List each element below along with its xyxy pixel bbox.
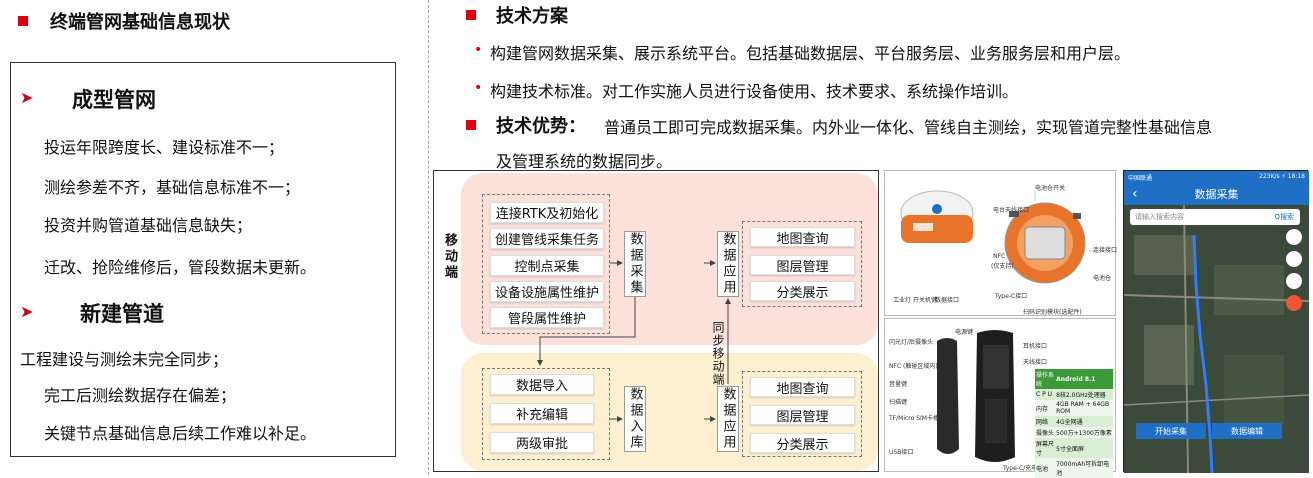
red-dot-bullet-icon: • bbox=[474, 42, 483, 58]
phone-screenshot: 中国联通 223K/s ⚡ 18:18 ‹ 数据采集 请输入搜索内容 Q搜索 开… bbox=[1123, 170, 1310, 474]
red-square-bullet-icon bbox=[18, 16, 28, 26]
backend-tasks-group bbox=[482, 368, 610, 460]
phone-status-bar: 中国联通 223K/s ⚡ 18:18 bbox=[1124, 171, 1309, 183]
function-item: 图层管理 bbox=[750, 255, 855, 275]
backend-item: 补充编辑 bbox=[490, 403, 594, 424]
apply-functions-group bbox=[742, 221, 862, 307]
red-dot-bullet-icon: • bbox=[474, 80, 483, 96]
workflow-diagram: 移动端 连接RTK及初始化 创建管线采集任务 控制点采集 设备设施属性维护 管段… bbox=[433, 170, 879, 472]
diagram-connectors bbox=[537, 260, 731, 422]
task-item: 设备设施属性维护 bbox=[490, 281, 604, 302]
start-collect-button[interactable]: 开始采集 bbox=[1136, 423, 1206, 439]
handheld-terminal-icon bbox=[937, 330, 1015, 462]
column-divider bbox=[428, 0, 429, 475]
backend-functions-group bbox=[742, 371, 862, 457]
rtk-device-image: 电池仓开关 电台天线接口 NFC (仅支持) 连接接口 电池仓 工业灯 开关机键… bbox=[884, 170, 1117, 316]
tech-advantage-text: 普通员工即可完成数据采集。内外业一体化、管线自主测绘，实现管道完整性基础信息 bbox=[604, 118, 1213, 137]
section1-item: 迁改、抢险维修后，管段数据未更新。 bbox=[44, 258, 317, 277]
red-square-bullet-icon bbox=[466, 10, 476, 20]
map-layer-icon[interactable] bbox=[1286, 251, 1302, 267]
function-item: 分类展示 bbox=[750, 433, 855, 453]
left-content-box bbox=[10, 62, 396, 457]
data-collect-box: 数据采集 bbox=[624, 231, 646, 297]
tech-plan-bullet: 构建技术标准。对工作实施人员进行设备使用、技术要求、系统操作培训。 bbox=[490, 82, 1019, 101]
phone-header: ‹ 数据采集 bbox=[1124, 183, 1309, 205]
map-marker-icon[interactable] bbox=[1286, 295, 1302, 311]
function-item: 地图查询 bbox=[750, 377, 855, 397]
mobile-label: 移动端 bbox=[442, 233, 457, 281]
tech-plan-bullet: 构建管网数据采集、展示系统平台。包括基础数据层、平台服务层、业务服务层和用户层。 bbox=[490, 44, 1131, 63]
left-title-text: 终端管网基础信息现状 bbox=[50, 12, 230, 33]
backend-item: 两级审批 bbox=[490, 432, 594, 453]
sync-mobile-label: 同步移动端 bbox=[711, 321, 725, 386]
phone-search-button[interactable]: Q搜索 bbox=[1274, 213, 1294, 221]
back-icon[interactable]: ‹ bbox=[1132, 186, 1138, 202]
section1-item: 测绘参差不齐，基础信息标准不一； bbox=[44, 178, 301, 197]
data-apply-box: 数据应用 bbox=[717, 231, 739, 297]
data-edit-button[interactable]: 数据编辑 bbox=[1212, 423, 1282, 439]
left-section-title: 终端管网基础信息现状 bbox=[18, 8, 230, 34]
tech-advantage-heading: 技术优势： bbox=[466, 112, 586, 138]
arrow-bullet-icon: ➤ bbox=[20, 302, 34, 321]
phone-title: 数据采集 bbox=[1194, 188, 1239, 201]
section1-item: 投资并购管道基础信息缺失； bbox=[44, 216, 253, 235]
backend-item: 数据导入 bbox=[490, 374, 594, 395]
section1-item: 投运年限跨度长、建设标准不一； bbox=[44, 138, 285, 157]
task-item: 创建管线采集任务 bbox=[490, 228, 604, 249]
function-item: 分类展示 bbox=[750, 281, 855, 301]
tech-advantage-text-2: 及管理系统的数据同步。 bbox=[496, 152, 673, 171]
section2-item: 完工后测绘数据存在偏差； bbox=[44, 386, 237, 405]
data-store-box: 数据入库 bbox=[624, 386, 646, 452]
section2-item: 关键节点基础信息后续工作难以补足。 bbox=[44, 424, 317, 443]
red-square-bullet-icon bbox=[466, 120, 476, 130]
function-item: 图层管理 bbox=[750, 405, 855, 425]
map-locate-icon[interactable] bbox=[1286, 273, 1302, 289]
handheld-device-image: 闪光灯/后摄像头 电源键 NFC (触碰区域内) 音量键 扫描键 TF/Micr… bbox=[884, 318, 1116, 478]
tech-plan-heading: 技术方案 bbox=[466, 2, 568, 28]
section1-title: 成型管网 bbox=[72, 88, 156, 112]
function-item: 地图查询 bbox=[750, 227, 855, 247]
map-tool-icon[interactable] bbox=[1286, 229, 1302, 245]
data-apply-box: 数据应用 bbox=[717, 386, 739, 452]
section2-title: 新建管道 bbox=[80, 302, 164, 326]
task-item: 连接RTK及初始化 bbox=[490, 202, 604, 223]
task-item: 管段属性维护 bbox=[490, 307, 604, 328]
collect-tasks-group bbox=[482, 194, 610, 334]
rtk-receiver-icon bbox=[900, 190, 1097, 284]
arrow-bullet-icon: ➤ bbox=[20, 88, 34, 107]
task-item: 控制点采集 bbox=[490, 255, 604, 276]
section2-item: 工程建设与测绘未完全同步； bbox=[20, 350, 229, 369]
phone-search-input[interactable]: 请输入搜索内容 Q搜索 bbox=[1130, 209, 1300, 225]
